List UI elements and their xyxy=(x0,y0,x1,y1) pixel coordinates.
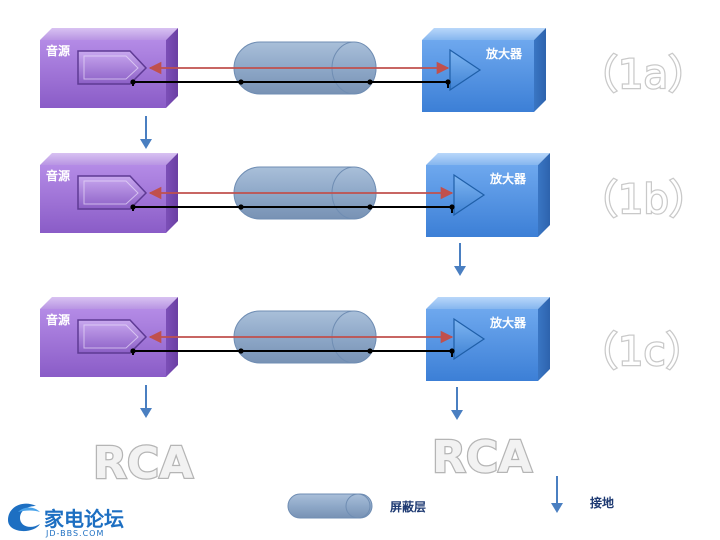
audio-source-label: 音源 xyxy=(46,43,70,58)
audio-source-box: 音源 xyxy=(40,28,178,108)
diagram-row-1c: 音源 放大器 xyxy=(40,297,550,420)
logo-url: JD-BBS.COM xyxy=(45,529,104,538)
forum-logo: 家电论坛 JD-BBS.COM xyxy=(8,503,124,538)
legend-ground-label: 接地 xyxy=(590,495,614,510)
diagram-row-1a: 音源 放大器 xyxy=(40,28,546,149)
swirl-logo-icon xyxy=(8,503,40,532)
legend-ground-icon xyxy=(551,476,563,513)
legend-shield: 屏蔽层 xyxy=(287,493,426,519)
audio-source-label: 音源 xyxy=(46,312,70,327)
ground-arrow-source xyxy=(140,385,152,418)
rca-label-right: RCA xyxy=(432,432,532,483)
legend-ground: 接地 xyxy=(551,476,614,513)
wires xyxy=(130,61,451,88)
case-label-1b: （1b） xyxy=(578,177,709,223)
legend-shield-label: 屏蔽层 xyxy=(389,499,426,514)
amplifier-box: 放大器 xyxy=(426,153,550,237)
amplifier-label: 放大器 xyxy=(489,171,527,186)
diagram-row-1b: 音源 放大器 xyxy=(40,153,550,276)
legend-shield-icon xyxy=(287,493,373,519)
audio-source-box: 音源 xyxy=(40,153,178,233)
ground-arrow-amplifier xyxy=(454,243,466,276)
ground-arrow-source xyxy=(140,116,152,149)
audio-source-box: 音源 xyxy=(40,297,178,377)
wires xyxy=(130,186,455,213)
amplifier-box: 放大器 xyxy=(422,28,546,112)
logo-name: 家电论坛 xyxy=(44,507,124,531)
case-label-1c: （1c） xyxy=(578,329,705,375)
amplifier-label: 放大器 xyxy=(489,315,527,330)
amplifier-label: 放大器 xyxy=(485,46,523,61)
case-label-1a: （1a） xyxy=(578,52,708,98)
audio-source-label: 音源 xyxy=(46,168,70,183)
amplifier-box: 放大器 xyxy=(426,297,550,381)
ground-arrow-amplifier xyxy=(451,387,463,420)
rca-label-left: RCA xyxy=(93,438,193,489)
wires xyxy=(130,330,455,357)
